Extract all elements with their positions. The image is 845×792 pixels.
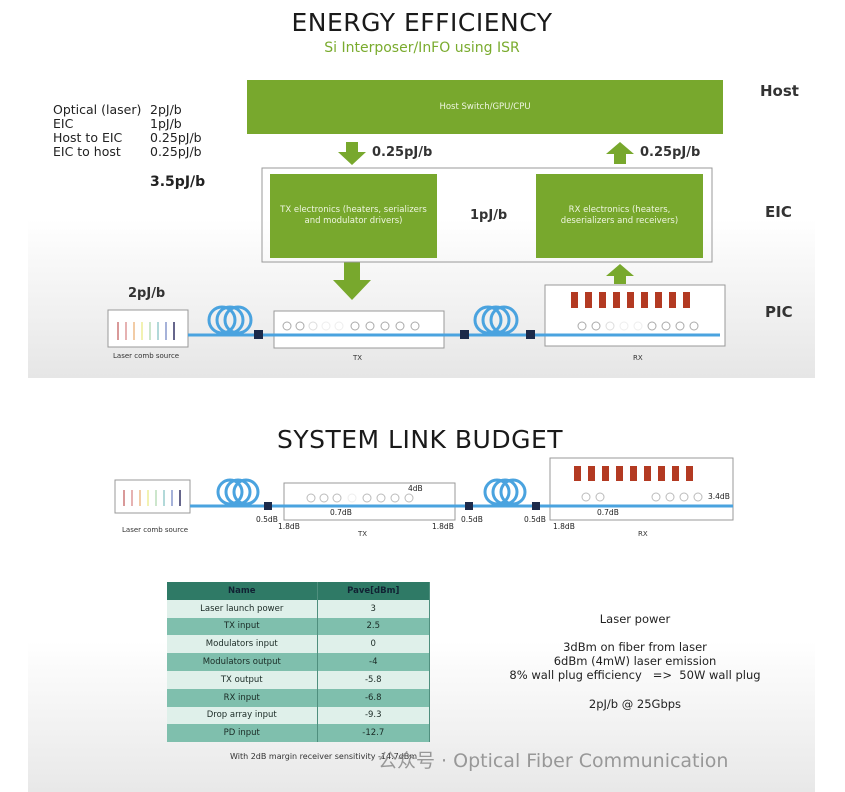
cell: Laser launch power: [167, 599, 318, 618]
eic-power: 1pJ/b: [470, 208, 508, 223]
energy-title: ENERGY EFFICIENCY: [291, 8, 553, 37]
arrow-up-icon: [606, 142, 634, 164]
cell: RX input: [167, 688, 318, 707]
breakdown-name: EIC to host: [53, 144, 121, 159]
table-row: Drop array input-9.3: [167, 706, 430, 725]
link-title: SYSTEM LINK BUDGET: [276, 425, 564, 454]
loss-conn1: 0.5dB: [256, 515, 278, 524]
notes-line: 8% wall plug efficiency => 50W wall plug: [509, 668, 761, 682]
layer-host: Host: [760, 82, 799, 100]
fiber-coil-icon: [483, 478, 527, 506]
loss-rx-in: 1.8dB: [553, 522, 575, 531]
tx-label-2: TX: [358, 530, 368, 538]
host-box: Host Switch/GPU/CPU: [247, 80, 723, 134]
breakdown-value: 1pJ/b: [150, 116, 182, 131]
tx-label: TX: [353, 354, 363, 362]
cell: -4: [317, 653, 430, 671]
fiber-coil-icon: [216, 478, 260, 506]
eic-outline: [261, 167, 713, 263]
cell: PD input: [167, 724, 318, 743]
energy-breakdown: Optical (laser) 2pJ/b EIC 1pJ/b Host to EI…: [53, 103, 202, 159]
cell: -9.3: [317, 706, 430, 725]
breakdown-name: EIC: [53, 116, 74, 131]
loss-tx-in: 1.8dB: [278, 522, 300, 531]
breakdown-value: 2pJ/b: [150, 102, 182, 117]
layer-eic: EIC: [765, 203, 792, 221]
breakdown-value: 0.25pJ/b: [150, 130, 202, 145]
laser-box: [107, 309, 189, 348]
fiber-coil-icon: [207, 305, 253, 335]
table-row: RX input-6.8: [167, 688, 430, 707]
cell: -12.7: [317, 724, 430, 743]
cell: 2.5: [317, 617, 430, 636]
cell: Drop array input: [167, 706, 318, 725]
host-to-eic-power: 0.25pJ/b: [372, 145, 433, 160]
notes-line: 6dBm (4mW) laser emission: [553, 654, 717, 668]
arrow-up-icon: [606, 264, 634, 284]
loss-conn3: 0.5dB: [524, 515, 546, 524]
energy-subtitle: Si Interposer/InFO using ISR: [324, 40, 520, 56]
arrow-down-icon: [338, 142, 366, 165]
rx-electronics-box: RX electronics (heaters, deserializers a…: [536, 174, 703, 258]
cell: 0: [317, 635, 430, 654]
table-row: Modulators output-4: [167, 653, 430, 671]
eic-to-host-power: 0.25pJ/b: [640, 145, 701, 160]
notes-line: 2pJ/b @ 25Gbps: [588, 697, 682, 711]
breakdown-name: Host to EIC: [53, 130, 123, 145]
laser-box-2: [114, 479, 191, 514]
rx-label: RX: [633, 354, 643, 362]
loss-mod: 4dB: [408, 484, 423, 493]
arrow-down-icon: [333, 262, 371, 300]
loss-drop: 3.4dB: [708, 492, 730, 501]
rx-label-2: RX: [638, 530, 648, 538]
loss-tx-out: 1.8dB: [432, 522, 454, 531]
breakdown-value: 0.25pJ/b: [150, 144, 202, 159]
notes-heading: Laser power: [599, 612, 671, 626]
watermark: 公众号 · Optical Fiber Communication: [378, 750, 729, 772]
col-header: Name: [167, 582, 318, 600]
layer-pic: PIC: [765, 303, 793, 321]
loss-conn2: 0.5dB: [461, 515, 483, 524]
col-header: Pave[dBm]: [317, 582, 430, 600]
laser-power: 2pJ/b: [128, 286, 166, 301]
tx-electronics-box: TX electronics (heaters, serializers and…: [270, 174, 437, 258]
loss-tx-wg: 0.7dB: [330, 508, 352, 517]
cell: -5.8: [317, 670, 430, 689]
table-row: PD input-12.7: [167, 724, 430, 743]
cell: Modulators output: [167, 653, 318, 671]
loss-rx-wg: 0.7dB: [597, 508, 619, 517]
laser-label: Laser comb source: [113, 352, 180, 360]
table-row: TX output-5.8: [167, 670, 430, 689]
cell: Modulators input: [167, 635, 318, 654]
cell: 3: [317, 599, 430, 618]
table-caption: With 2dB margin receiver sensitivity -14…: [230, 752, 418, 761]
fiber-coil-icon: [473, 305, 519, 335]
cell: TX output: [167, 670, 318, 689]
cell: -6.8: [317, 688, 430, 707]
notes-line: 3dBm on fiber from laser: [563, 640, 707, 654]
energy-total: 3.5pJ/b: [150, 174, 206, 190]
breakdown-name: Optical (laser): [53, 102, 142, 117]
cell: TX input: [167, 617, 318, 636]
laser-label-2: Laser comb source: [122, 526, 189, 534]
